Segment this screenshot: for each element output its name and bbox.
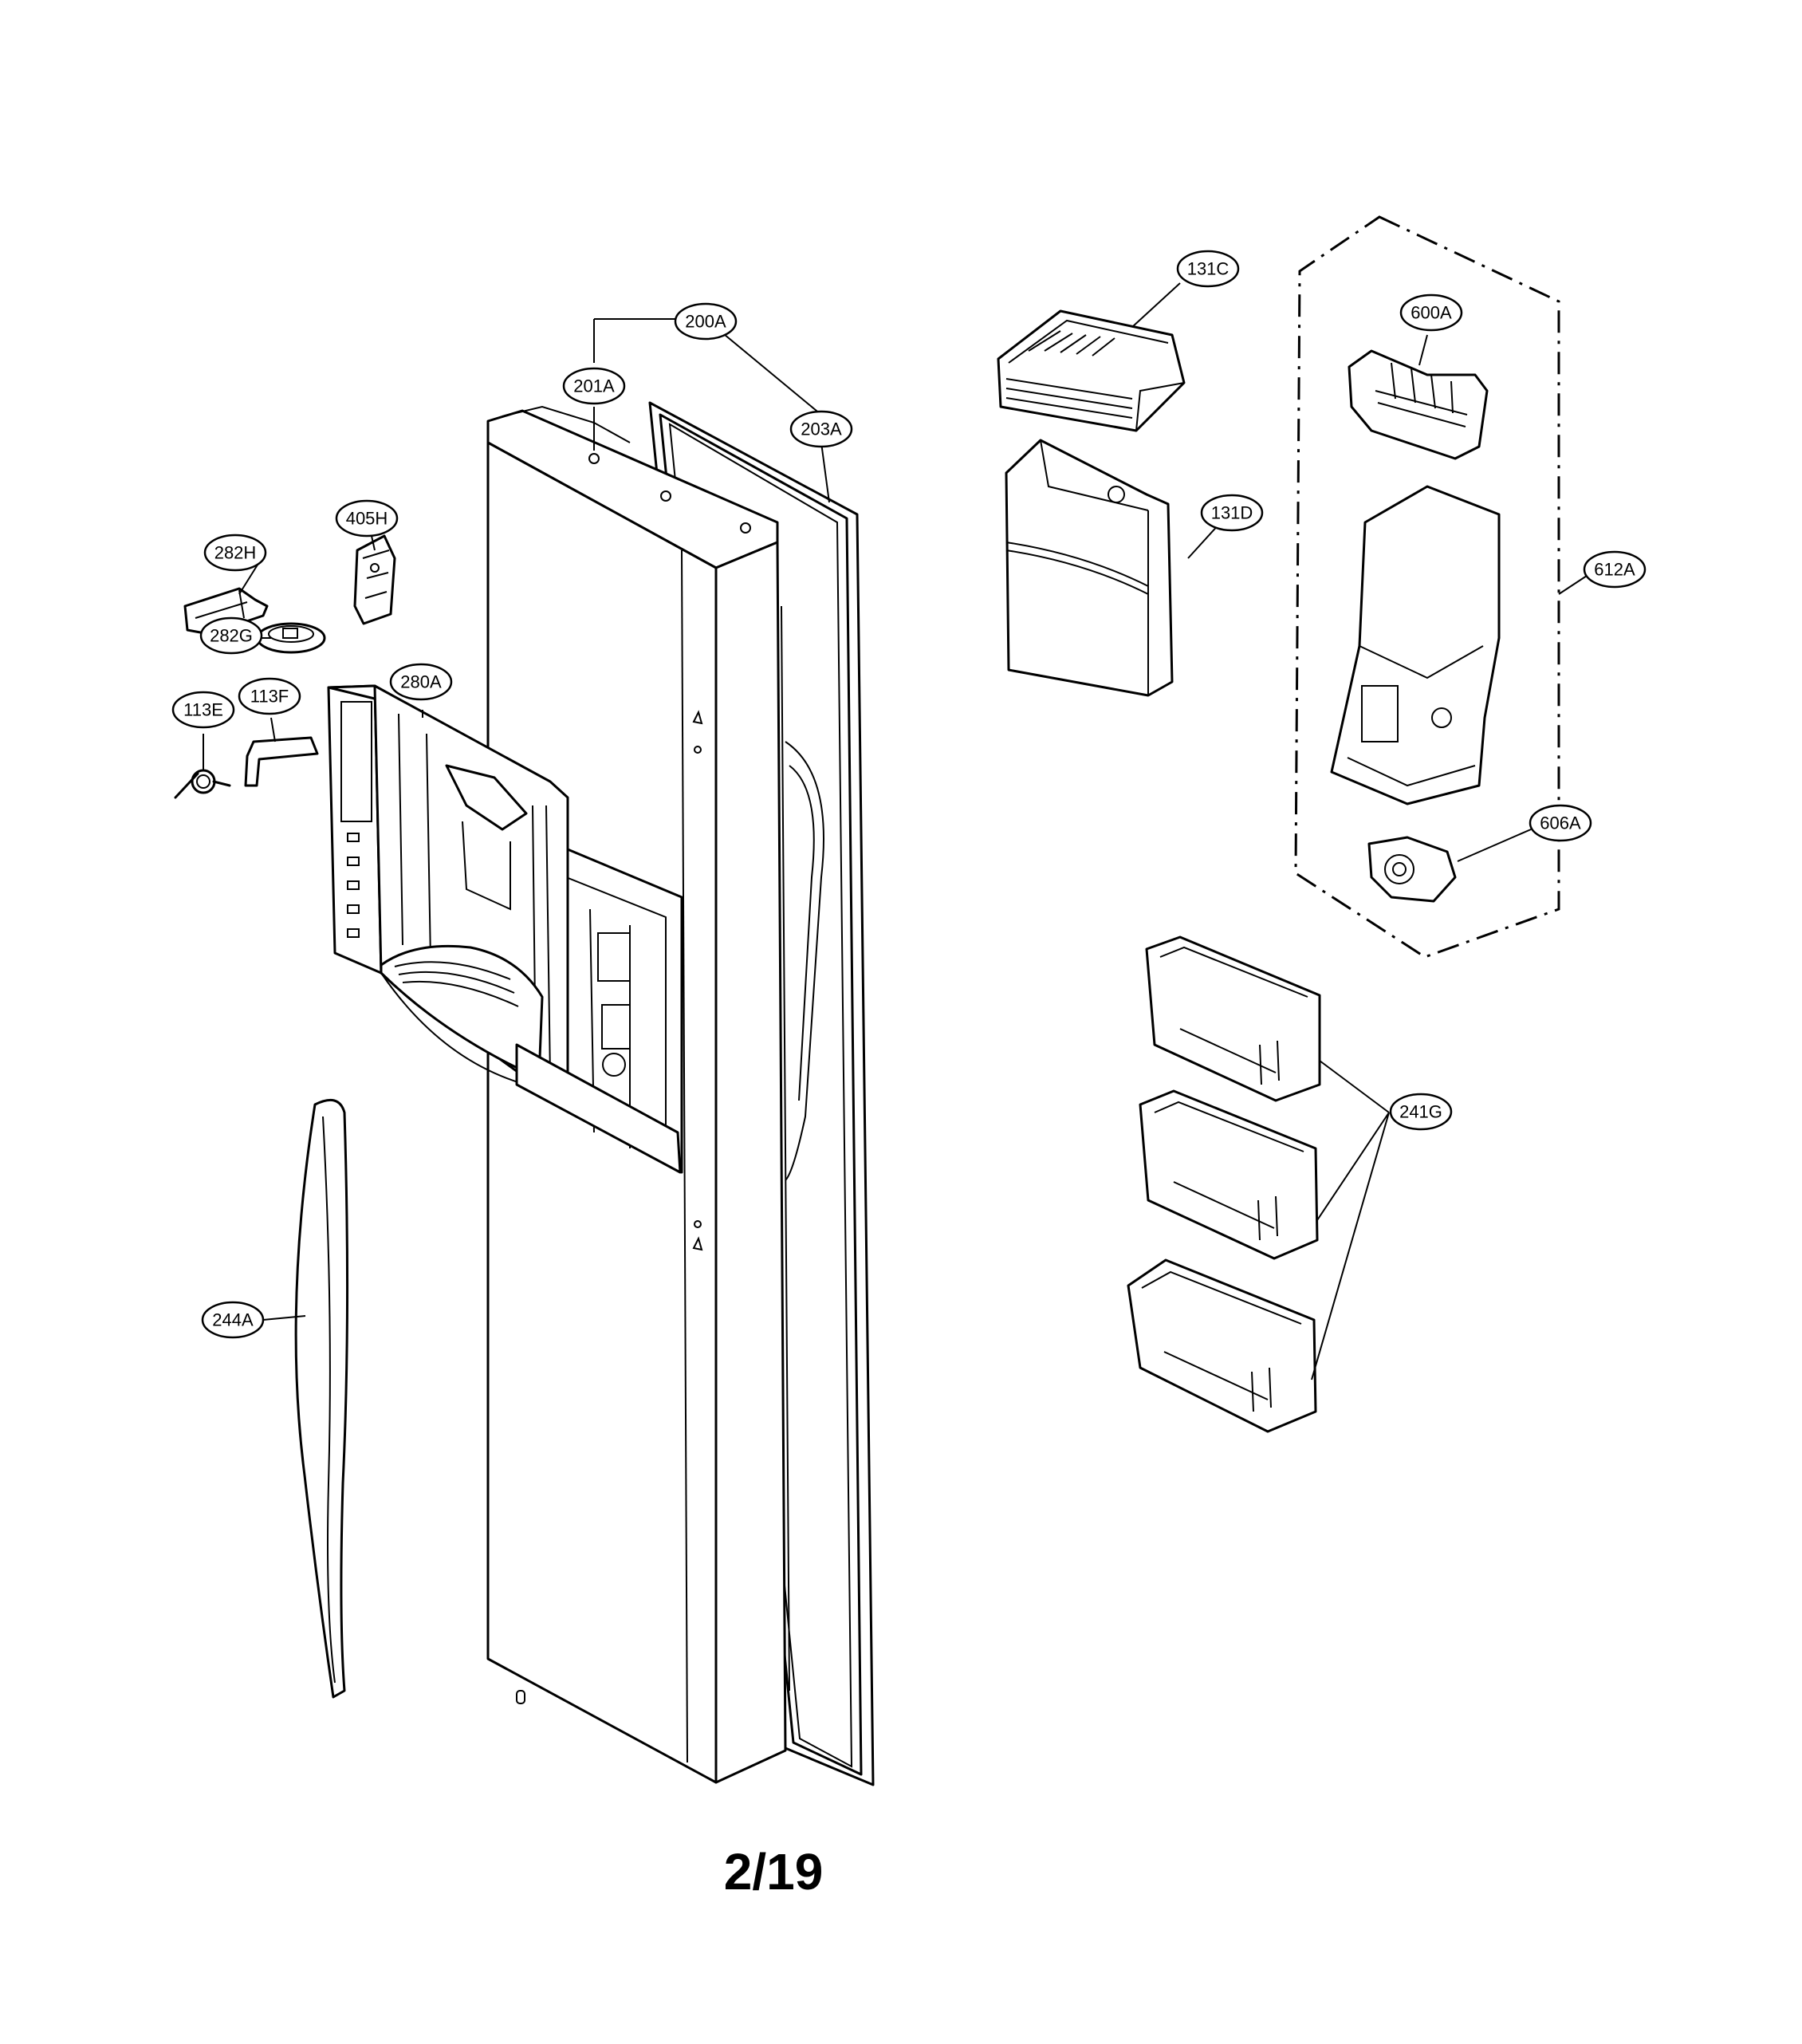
callout-241G: 241G (1389, 1093, 1453, 1131)
callout-200A: 200A (674, 302, 738, 341)
ice-bin-cover (997, 309, 1186, 432)
svg-text:131C: 131C (1187, 259, 1230, 279)
callout-113E: 113E (171, 691, 235, 729)
callout-405H: 405H (335, 499, 399, 538)
callout-282G: 282G (199, 616, 263, 655)
door-bin-middle (1139, 1089, 1319, 1260)
callout-203A: 203A (789, 410, 853, 448)
callout-280A: 280A (389, 663, 453, 701)
svg-text:612A: 612A (1594, 560, 1635, 580)
motor-606A (1367, 836, 1457, 903)
callout-244A: 244A (201, 1301, 265, 1339)
callout-600A: 600A (1399, 293, 1463, 332)
svg-text:131D: 131D (1211, 503, 1253, 523)
svg-text:282H: 282H (214, 543, 257, 563)
door-bin-bottom (1127, 1258, 1317, 1433)
callout-113F: 113F (238, 677, 301, 715)
door-bin-top (1145, 935, 1321, 1102)
callout-606A: 606A (1529, 804, 1592, 842)
callout-131C: 131C (1176, 250, 1240, 288)
svg-text:405H: 405H (346, 509, 388, 529)
page-number: 2/19 (723, 1843, 824, 1900)
svg-text:606A: 606A (1540, 813, 1581, 833)
ice-maker-kit-boundary (1294, 215, 1560, 959)
svg-text:600A: 600A (1411, 303, 1452, 323)
svg-text:282G: 282G (210, 626, 253, 646)
svg-text:201A: 201A (573, 376, 615, 396)
door-handle (294, 1098, 349, 1699)
switch-405H (353, 534, 396, 625)
svg-text:280A: 280A (400, 672, 442, 692)
spring-113E (174, 769, 231, 799)
callout-131D: 131D (1200, 494, 1264, 532)
svg-text:241G: 241G (1399, 1102, 1442, 1122)
svg-text:203A: 203A (801, 419, 842, 439)
callout-282H: 282H (203, 534, 267, 572)
svg-text:113E: 113E (183, 700, 223, 720)
svg-text:244A: 244A (212, 1310, 254, 1330)
dispenser-cover (327, 684, 682, 1174)
ice-bin (1005, 439, 1174, 697)
svg-text:113F: 113F (250, 687, 289, 707)
lever-113F (244, 736, 319, 787)
ice-maker (1348, 349, 1489, 460)
callout-201A: 201A (562, 367, 626, 405)
ice-maker-housing (1330, 485, 1501, 805)
callout-612A: 612A (1583, 550, 1647, 589)
svg-text:200A: 200A (685, 312, 726, 332)
